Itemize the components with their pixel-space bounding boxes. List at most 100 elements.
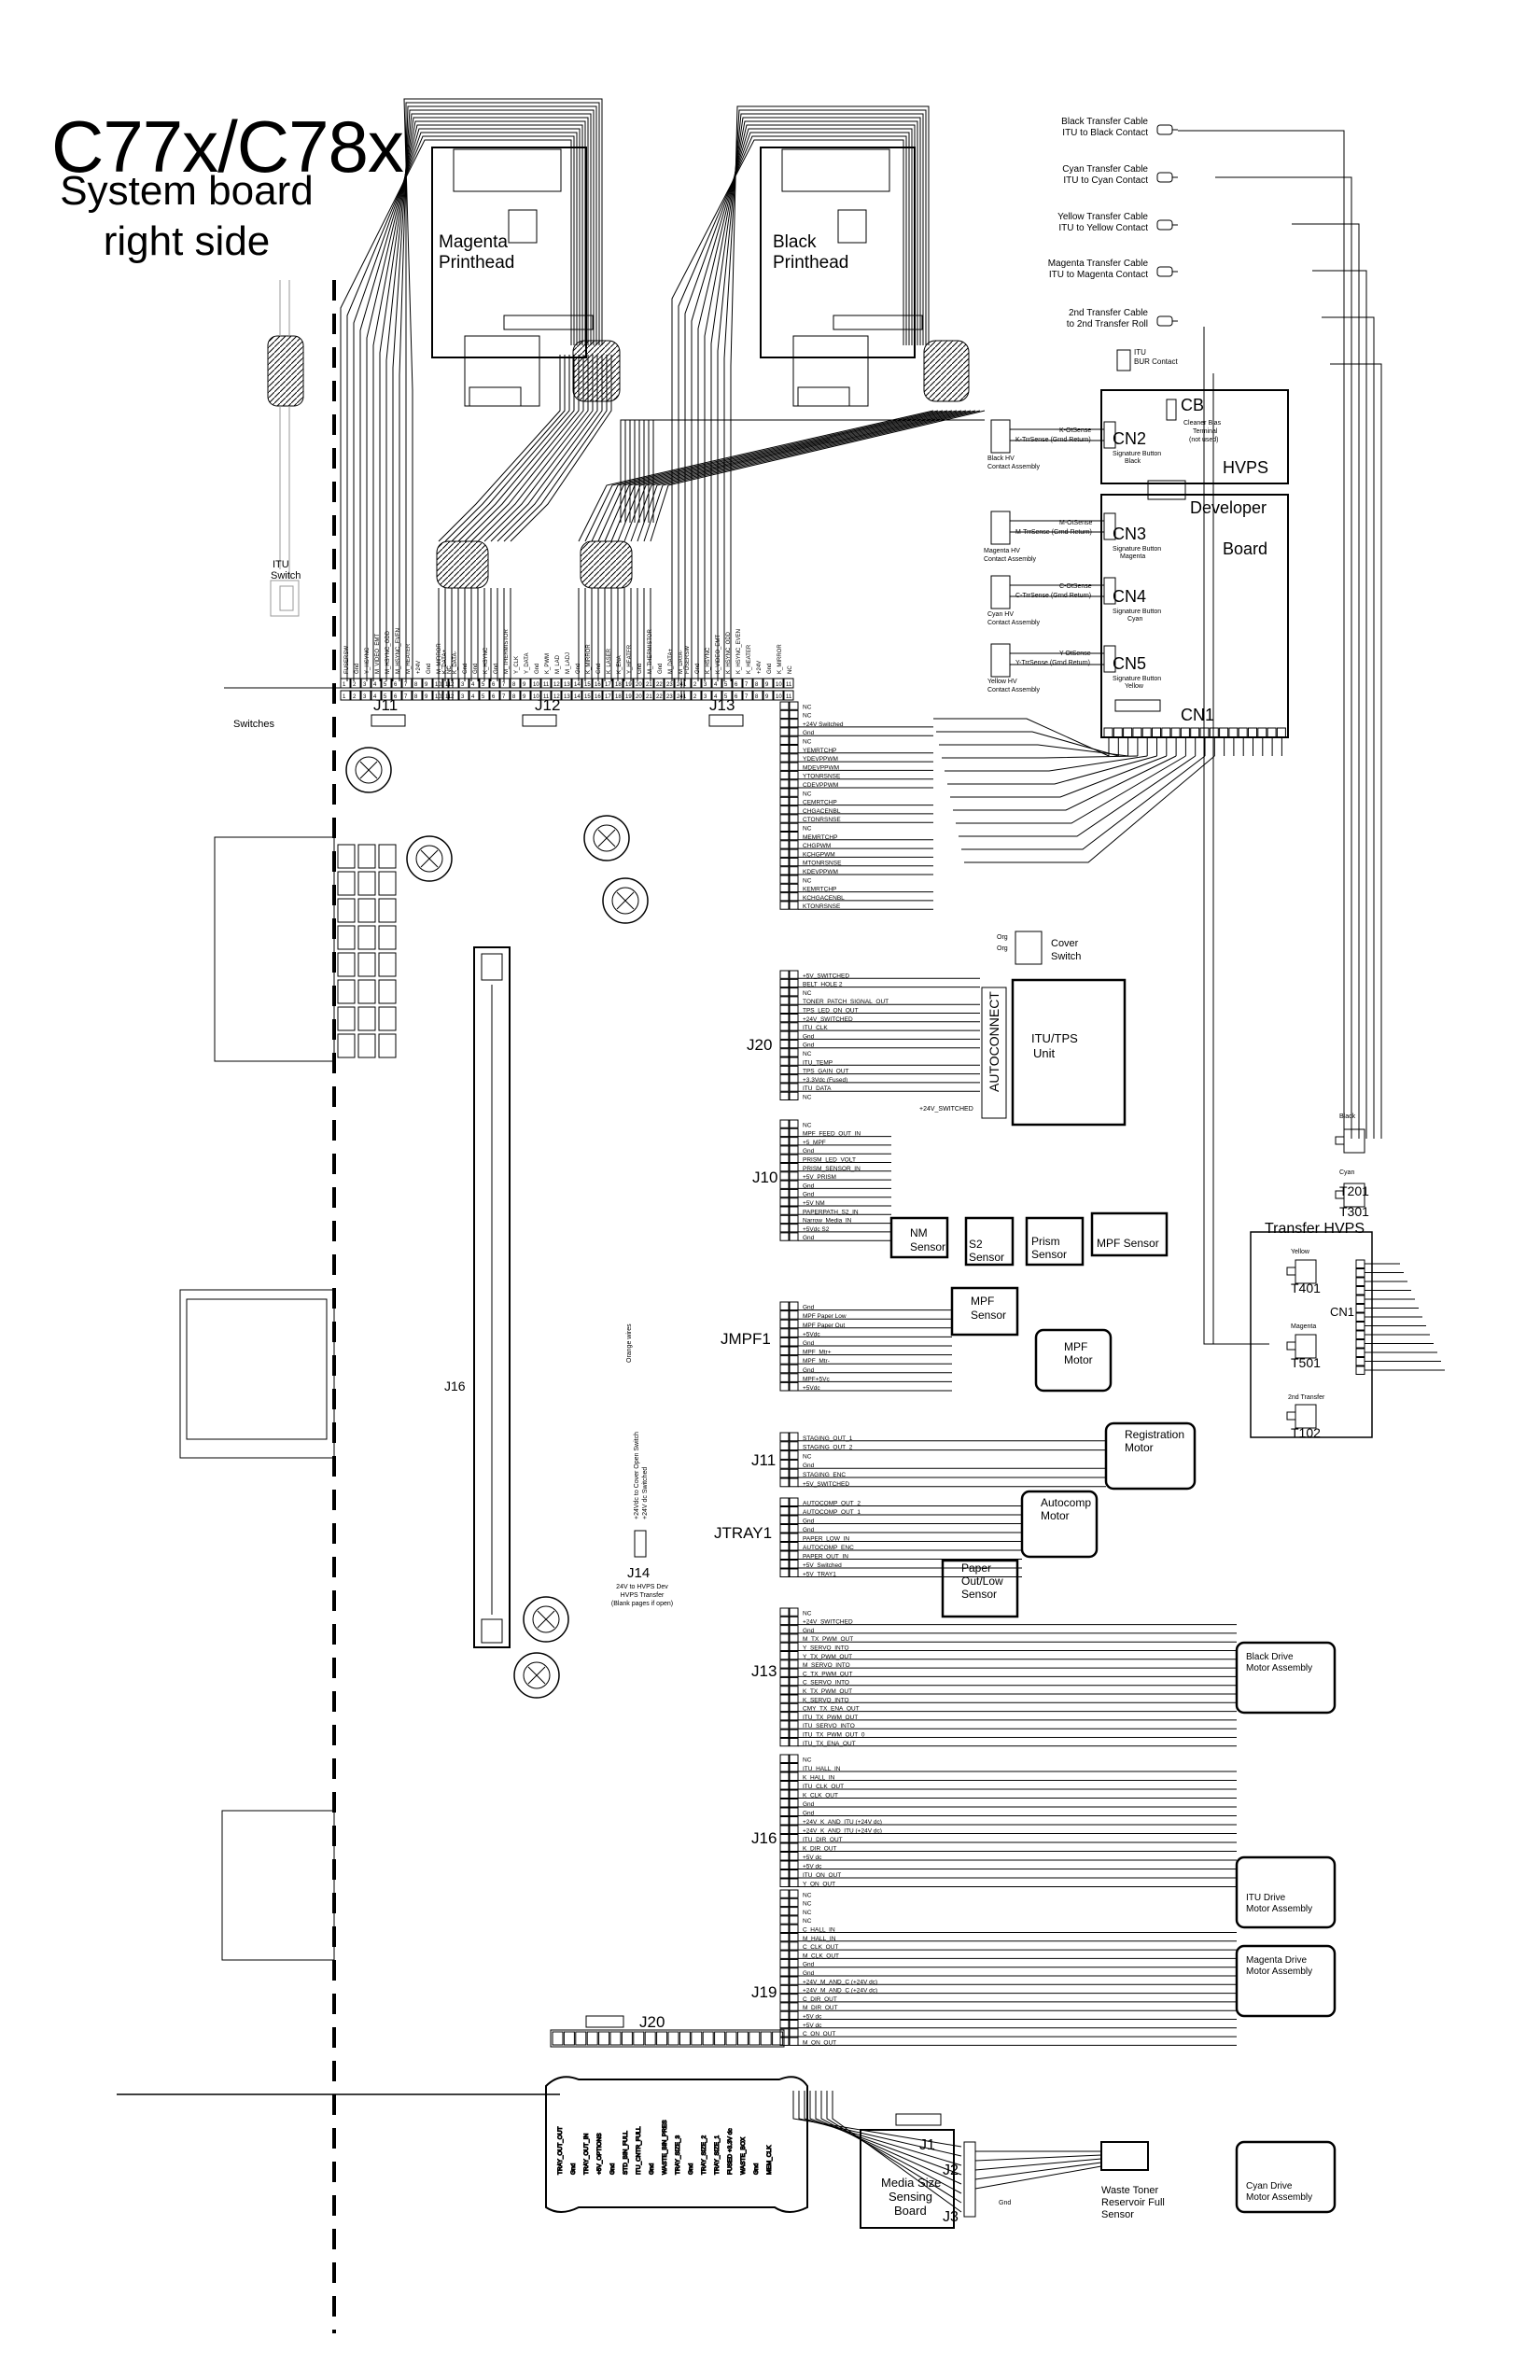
j19-pin: [779, 1933, 790, 1942]
j6-signal: NC: [803, 791, 812, 797]
chip-cell: [378, 979, 397, 1004]
j19-signal: +24V_M_AND_C (+24V dc): [803, 1979, 877, 1985]
j13-pin: [789, 1720, 799, 1729]
itu-tps-label-1: ITU/TPS: [1031, 1031, 1078, 1045]
jtray1-pin: [779, 1568, 790, 1577]
route: [933, 718, 1110, 757]
t-2nd: 2nd Transfer: [1288, 1394, 1325, 1401]
bottom-j20-signal: STD_BIN_FULL: [623, 2131, 629, 2175]
chip-cell: [337, 1006, 356, 1031]
j16-pin: [779, 1754, 790, 1763]
j6-pin: [789, 709, 799, 720]
autoconnect-label: AUTOCONNECT: [987, 991, 1001, 1092]
pin: [412, 678, 423, 689]
itu-drive-1: ITU Drive: [1246, 1893, 1286, 1903]
pin-number: 11: [786, 682, 792, 688]
j12-signal: Gnd: [637, 664, 643, 674]
j16-pin: [789, 1869, 799, 1879]
cyan-hv-1: Cyan HV: [987, 611, 1014, 618]
pin: [1132, 727, 1142, 738]
jmpf1-pin: [789, 1355, 799, 1365]
pin-number: 18: [615, 682, 622, 688]
left-component-lower: [221, 1810, 335, 1961]
j6-pin: [779, 875, 790, 884]
j6-pin: [789, 796, 799, 806]
bottom-j20-signal: WASTE_BIN_PRES: [662, 2120, 668, 2175]
black-drive-2: Motor Assembly: [1246, 1663, 1312, 1673]
jmpf1-pin: [779, 1319, 790, 1329]
chip-cell: [357, 898, 376, 923]
cn2-desc-2: Black: [1125, 458, 1141, 465]
pin-number: 17: [605, 694, 611, 700]
t-magenta: Magenta: [1291, 1323, 1316, 1330]
pin: [438, 690, 449, 701]
j10-pin: [779, 1119, 790, 1128]
cable: [678, 135, 907, 681]
j16-signal: ITU_DIR_OUT: [803, 1837, 843, 1843]
j13-signal: +24V_SWITCHED: [803, 1619, 853, 1626]
y-trr: Y-TrrSense (Grnd Return): [1015, 660, 1090, 666]
signal-lines: [798, 718, 1237, 2046]
j13-signal: C_SERVO_INTO: [803, 1680, 849, 1687]
j6-pin: [789, 892, 799, 902]
mpf-sensor-label-1: MPF: [971, 1295, 994, 1308]
pin: [609, 2031, 622, 2046]
j10-signal: Gnd: [803, 1192, 815, 1198]
screw: [523, 1596, 569, 1643]
pin: [1248, 727, 1257, 738]
pin: [581, 690, 593, 701]
pin-number: 6: [492, 694, 496, 700]
j19-pin: [789, 1941, 799, 1951]
j19-pin: [779, 1889, 790, 1898]
j19-pin: [789, 1950, 799, 1959]
pin: [401, 690, 413, 701]
j13-pin: [779, 1633, 790, 1643]
magenta-printhead-label-2: Printhead: [439, 253, 514, 273]
j20-pin: [789, 1074, 799, 1084]
cable: [359, 128, 581, 681]
transfer-cable: [1322, 316, 1375, 1139]
itu-drive-motor-box: [1235, 1855, 1337, 1929]
pin: [612, 690, 623, 701]
pin: [1267, 727, 1277, 738]
j6-signal: YEMRTCHP: [803, 748, 836, 754]
j20-pin: [789, 1039, 799, 1049]
bottom-route: [798, 2091, 962, 2157]
pin-number: 2: [353, 694, 357, 700]
jmpf1-signal: +5Vdc: [803, 1385, 820, 1392]
j12-signal: Gnd: [596, 664, 602, 674]
cable: [717, 113, 924, 681]
j6-signal: NC: [803, 704, 812, 710]
cable: [353, 132, 578, 681]
bottom-ribbon: [545, 2076, 808, 2213]
route: [936, 731, 1119, 757]
j11-pin: [779, 1441, 790, 1451]
j6-pin: [789, 770, 799, 780]
chip-cell: [357, 871, 376, 896]
pin: [499, 690, 511, 701]
transfer-cable: [1203, 327, 1269, 1345]
j19-signal: NC: [803, 1892, 812, 1898]
j16-pin: [789, 1754, 799, 1763]
j10-pin: [789, 1224, 799, 1233]
j6-pin: [779, 857, 790, 867]
cable: [623, 410, 967, 681]
j19-pin: [789, 1967, 799, 1977]
jmpf1-pin: [779, 1373, 790, 1382]
pin: [340, 678, 351, 689]
pin: [1355, 1322, 1365, 1331]
j11-pin: [779, 1477, 790, 1488]
jtray1-pin: [779, 1542, 790, 1551]
j20-pin: [779, 1083, 790, 1092]
j20-signal: NC: [803, 1095, 812, 1101]
j13-pin: [779, 1720, 790, 1729]
pin: [1219, 727, 1229, 738]
j16-signal: +24V_K_AND_ITU (+24V dc): [803, 1819, 882, 1826]
chip-cell: [337, 952, 356, 977]
pin: [571, 678, 582, 689]
j13-pin: [789, 1738, 799, 1747]
j20-pin: [779, 1004, 790, 1014]
pin: [701, 690, 712, 701]
pin-number: 16: [595, 694, 601, 700]
